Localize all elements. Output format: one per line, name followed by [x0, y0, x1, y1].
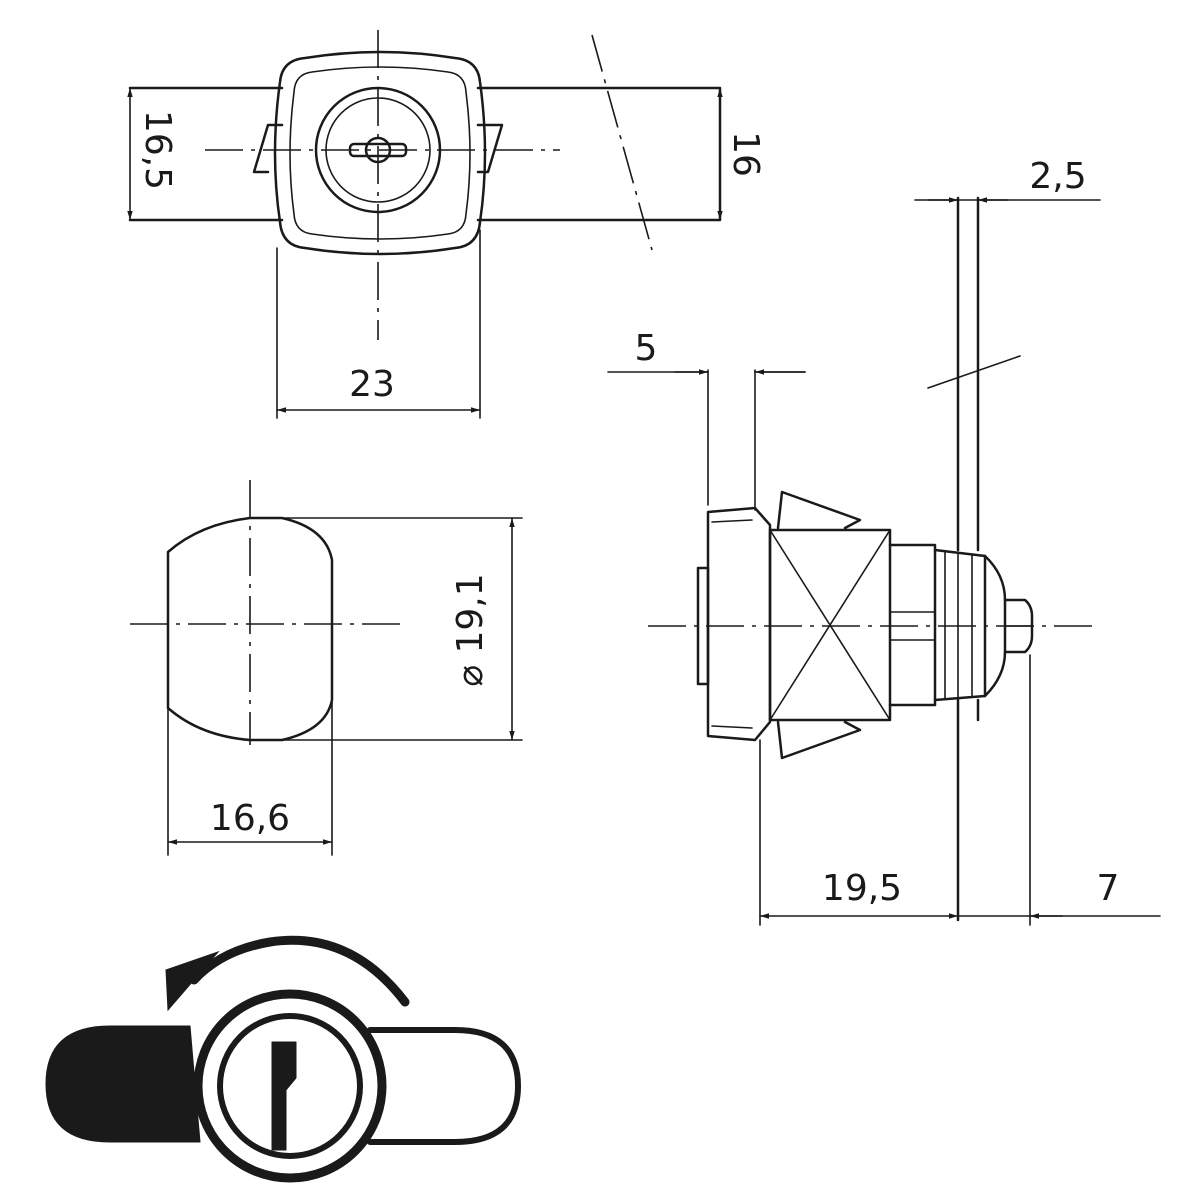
cam-lock-operation-icon: [45, 989, 521, 1183]
dim-body-length: 19,5: [822, 868, 902, 909]
dim-width-top: 23: [349, 364, 395, 405]
section-view: [130, 480, 523, 856]
dim-height-left: 16,5: [137, 110, 178, 190]
rotation-arrow-icon: [165, 935, 410, 1012]
dim-height-right: 16: [725, 131, 766, 177]
side-view: [607, 196, 1161, 926]
front-view: [127, 30, 723, 419]
dim-stud-length: 7: [1097, 868, 1120, 909]
dim-flat-width: 16,6: [210, 798, 290, 839]
dim-cam-thickness: 2,5: [1029, 156, 1086, 197]
dim-flange: 5: [635, 328, 658, 369]
dim-diameter: ⌀ 19,1: [450, 573, 491, 686]
